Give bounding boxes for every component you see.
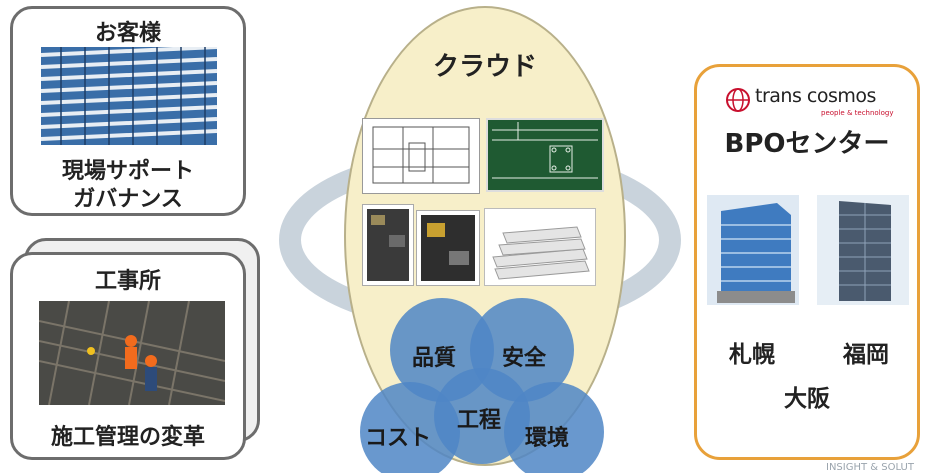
photo-report-document [362, 204, 414, 286]
site-card: 工事所 施工管理の変革 [10, 252, 246, 460]
paper-pile-document [484, 208, 596, 286]
brand-name: trans cosmos [755, 85, 876, 107]
customer-card: お客様 現場サポート ガバナンス [10, 6, 246, 216]
cost-circle [360, 382, 460, 473]
construction-site-photo [39, 301, 225, 405]
cloud-title: クラウド [432, 52, 537, 82]
site-caption: 施工管理の変革 [50, 425, 205, 450]
sapporo-building-photo [707, 195, 799, 305]
quality-label: 品質 [412, 346, 457, 371]
safety-label: 安全 [502, 346, 547, 371]
fukuoka-building-photo [817, 195, 909, 305]
bpo-center-card: trans cosmos people & technology BPOセンター [694, 64, 920, 460]
environment-circle [504, 382, 604, 473]
city-osaka: 大阪 [784, 386, 830, 412]
venn-diagram [360, 298, 604, 473]
site-title: 工事所 [94, 269, 161, 294]
office-building-photo [41, 47, 217, 145]
customer-line2: ガバナンス [73, 187, 183, 212]
blueprint-document [362, 118, 480, 194]
globe-icon [726, 88, 750, 112]
customer-title: お客様 [94, 21, 161, 46]
city-fukuoka: 福岡 [843, 342, 889, 368]
environment-label: 環境 [525, 426, 570, 451]
process-label: 工程 [457, 408, 502, 433]
blackboard-document [486, 118, 604, 192]
customer-line1: 現場サポート [61, 159, 194, 184]
footer-text: INSIGHT & SOLUT [826, 462, 914, 473]
city-sapporo: 札幌 [729, 342, 775, 368]
bpo-title: BPOセンター [724, 129, 890, 159]
transcosmos-logo: trans cosmos people & technology [721, 85, 901, 119]
cost-label: コスト [365, 426, 432, 451]
brand-tagline: people & technology [821, 109, 894, 117]
photo-report-document-2 [416, 210, 480, 286]
